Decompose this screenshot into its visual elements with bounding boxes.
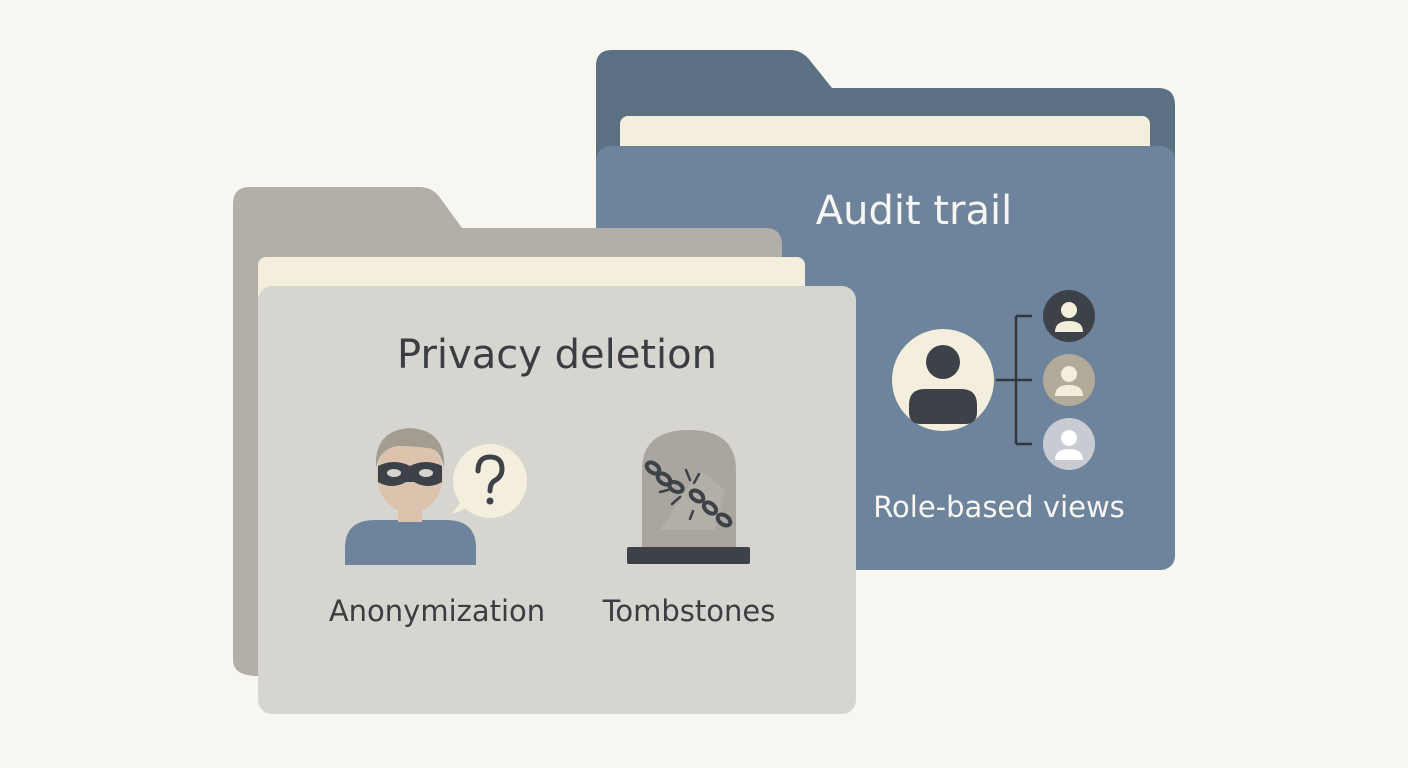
role-avatar-tan-icon: [1043, 354, 1095, 406]
privacy-folder-front: [258, 286, 856, 714]
role-connector-lines: [996, 314, 1032, 446]
privacy-deletion-title: Privacy deletion: [397, 332, 717, 378]
anonymization-label: Anonymization: [328, 594, 546, 628]
masked-person-icon: [345, 428, 476, 565]
role-based-views-graphic: [892, 290, 1095, 470]
audit-trail-title: Audit trail: [815, 188, 1013, 234]
privacy-deletion-folder[interactable]: [233, 187, 856, 714]
role-avatar-light-icon: [1043, 418, 1095, 470]
question-bubble-icon: [452, 444, 527, 518]
role-avatar-dark-icon: [1043, 290, 1095, 342]
role-based-views-caption: Role-based views: [873, 490, 1125, 524]
tombstone-broken-chain-icon: [627, 430, 750, 564]
tombstones-label: Tombstones: [602, 594, 776, 628]
